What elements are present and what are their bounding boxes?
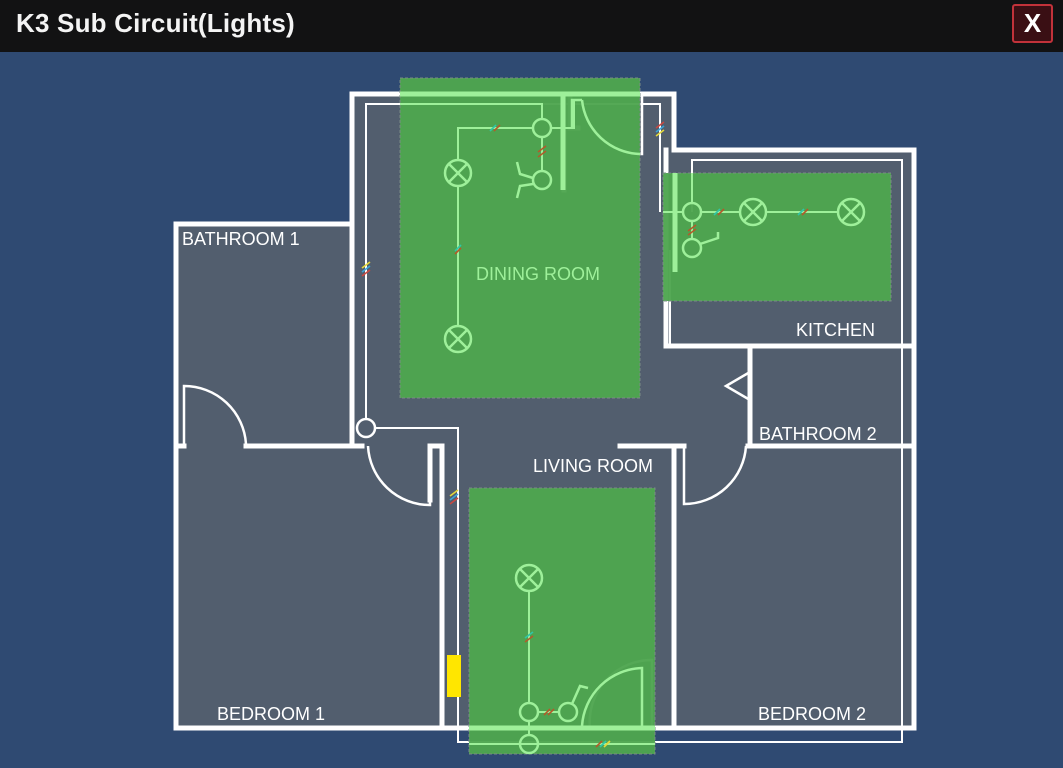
main-junction-icon[interactable] — [355, 417, 377, 439]
label-bedroom2: BEDROOM 2 — [758, 704, 866, 724]
junction-box-icon[interactable] — [681, 201, 703, 223]
label-bathroom2: BATHROOM 2 — [759, 424, 877, 444]
label-bathroom1: BATHROOM 1 — [182, 229, 300, 249]
wire-markers — [361, 121, 809, 748]
distribution-panel[interactable] — [447, 655, 461, 697]
lamps — [443, 158, 866, 593]
label-living-room: LIVING ROOM — [533, 456, 653, 476]
highlight-kitchen[interactable] — [662, 172, 892, 302]
window-title: K3 Sub Circuit(Lights) — [16, 8, 295, 38]
wire-east — [376, 159, 903, 743]
highlights — [399, 77, 892, 755]
title-bar: K3 Sub Circuit(Lights) X — [0, 0, 1063, 52]
wire-marker-icon — [454, 244, 462, 255]
label-bedroom1: BEDROOM 1 — [217, 704, 325, 724]
wire-marker-icon — [655, 121, 665, 137]
highlight-living-room[interactable] — [468, 487, 656, 755]
wire-marker-icon — [543, 708, 555, 716]
wire-dining-door — [552, 100, 575, 129]
lamp-icon[interactable] — [443, 158, 473, 188]
wire-marker-icon — [595, 740, 611, 748]
door-bathroom1 — [182, 384, 248, 445]
highlight-dining-room[interactable] — [399, 77, 641, 399]
label-dining-room: DINING ROOM — [476, 264, 600, 284]
wire-dining-lamps — [457, 127, 532, 160]
wire-marker-icon — [713, 208, 725, 216]
circuit-wiring — [400, 100, 839, 745]
hl-door-dining-frame — [570, 98, 582, 128]
hl-door-living — [580, 666, 644, 727]
wire-marker-icon — [524, 631, 534, 643]
highlight-walls — [400, 91, 678, 731]
door-bedroom2 — [682, 445, 748, 506]
room-labels: BATHROOM 1 DINING ROOM KITCHEN BATHROOM … — [182, 229, 877, 724]
close-button[interactable]: X — [1012, 4, 1053, 43]
switch-icon[interactable] — [557, 684, 589, 723]
junction-box-icon[interactable] — [531, 117, 553, 139]
highlight-doors — [570, 98, 644, 727]
door-bathroom2-stop — [723, 370, 751, 402]
switch-icon[interactable] — [681, 232, 720, 259]
wire-marker-icon — [449, 489, 459, 505]
lamp-icon[interactable] — [443, 324, 473, 354]
wire-dining-top — [400, 103, 543, 118]
lamp-icon[interactable] — [514, 563, 544, 593]
switches — [515, 117, 720, 755]
wire-marker-icon — [537, 145, 547, 158]
floor-plan: BATHROOM 1 DINING ROOM KITCHEN BATHROOM … — [0, 52, 1063, 763]
wire-marker-icon — [797, 208, 809, 216]
floor-east — [666, 346, 914, 728]
floor-bathroom1 — [176, 224, 352, 446]
lamp-icon[interactable] — [836, 197, 866, 227]
wire-marker-icon — [489, 124, 501, 132]
wire-marker-icon — [361, 261, 371, 277]
floor-bedroom1 — [176, 446, 444, 728]
junction-box-icon[interactable] — [518, 701, 540, 723]
junction-box-icon[interactable] — [518, 733, 540, 755]
hl-door-dining — [580, 99, 641, 156]
switch-icon[interactable] — [515, 161, 553, 199]
wall-bathroom1 — [173, 221, 355, 445]
label-kitchen: KITCHEN — [796, 320, 875, 340]
lamp-icon[interactable] — [738, 197, 768, 227]
wire-marker-icon — [687, 224, 697, 236]
door-bedroom1 — [366, 445, 432, 507]
